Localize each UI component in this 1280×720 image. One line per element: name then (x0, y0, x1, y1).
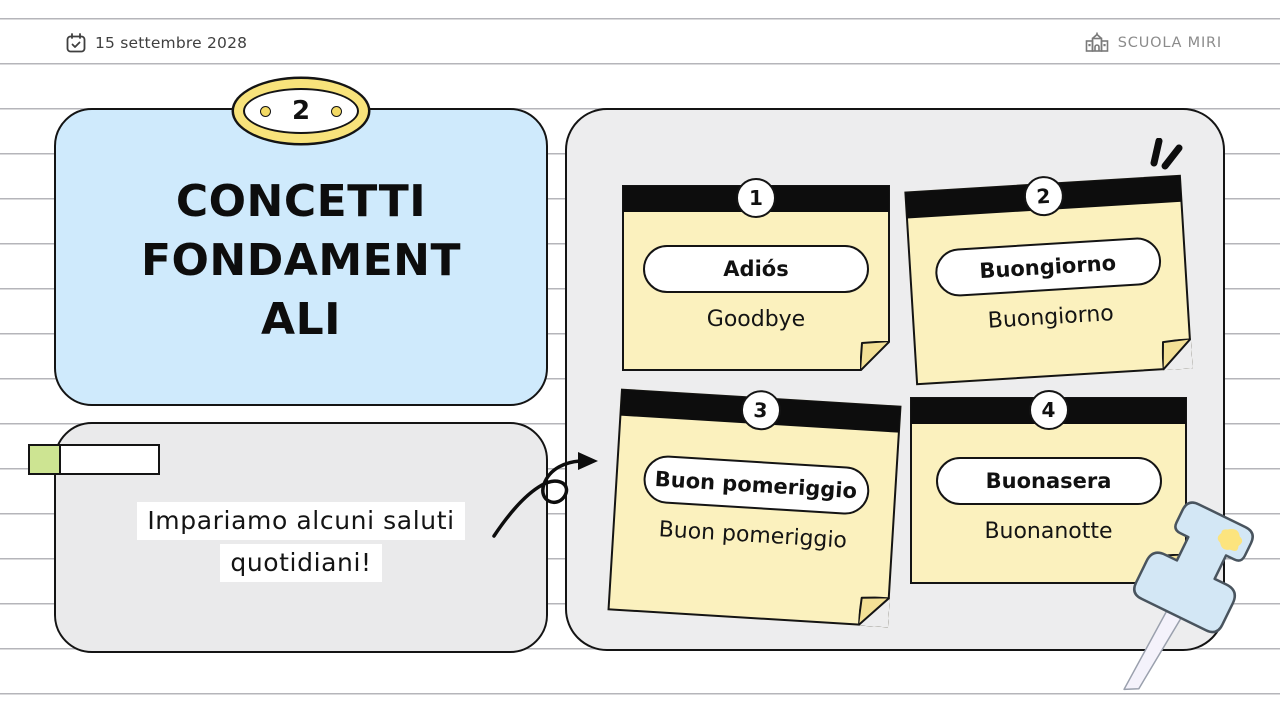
curved-arrow-icon (492, 452, 598, 538)
subtitle-text: Impariamo alcuni saluti quotidiani! (56, 502, 546, 586)
slide-number: 2 (291, 96, 311, 126)
title-line-3: ALI (261, 294, 341, 345)
note-translation: Goodbye (706, 307, 806, 332)
bookmark-tab-green (30, 446, 61, 473)
note-term-pill: Buon pomeriggio (641, 454, 871, 516)
folded-corner-icon (1161, 338, 1193, 371)
badge-dot-right (331, 105, 342, 117)
note-number-badge: 4 (1028, 390, 1069, 430)
school-label: SCUOLA MIRI (1117, 34, 1222, 51)
slide-number-badge: 2 (243, 88, 359, 134)
date-label: 15 settembre 2028 (95, 34, 248, 52)
page-title: CONCETTI FONDAMENT ALI (56, 172, 546, 349)
sticky-note-1: 1 Adiós Goodbye (622, 178, 890, 371)
note-translation: Buon pomeriggio (657, 517, 848, 554)
sparkle-doodle-icon (1150, 138, 1183, 170)
pushpin-icon (1123, 501, 1254, 691)
title-card: 2 CONCETTI FONDAMENT ALI (54, 88, 548, 406)
badge-dot-left (260, 105, 271, 117)
header-school: SCUOLA MIRI (1085, 32, 1222, 53)
sticky-note-2: 2 Buongiorno Buongiorno (904, 174, 1193, 386)
header-date: 15 settembre 2028 (66, 33, 247, 53)
subtitle-line-1: Impariamo alcuni saluti (137, 502, 465, 540)
school-building-icon (1085, 32, 1109, 52)
subtitle-line-2: quotidiani! (220, 544, 382, 582)
note-translation: Buonanotte (984, 519, 1113, 544)
sticky-note-4: 4 Buonasera Buonanotte (910, 390, 1187, 584)
title-line-2: FONDAMENT (140, 235, 462, 286)
note-translation: Buongiorno (987, 301, 1115, 334)
folded-corner-icon (860, 341, 890, 371)
notes-panel: 1 Adiós Goodbye 2 Buongiorno Buongiorno … (565, 108, 1225, 651)
title-line-1: CONCETTI (175, 176, 427, 227)
note-term-pill: Buongiorno (933, 236, 1162, 298)
note-number-badge: 1 (736, 178, 776, 218)
note-term-pill: Buonasera (935, 457, 1162, 505)
bookmark-tab (28, 444, 160, 475)
sticky-note-3: 3 Buon pomeriggio Buon pomeriggio (607, 388, 902, 628)
calendar-check-icon (66, 33, 86, 53)
note-term-pill: Adiós (643, 245, 869, 293)
folded-corner-icon (858, 596, 890, 628)
